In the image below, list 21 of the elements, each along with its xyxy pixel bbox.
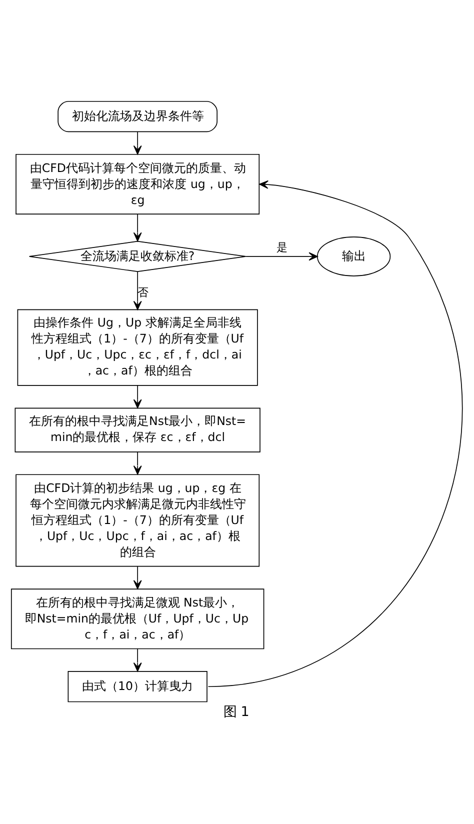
edge-label: 是 <box>276 240 288 254</box>
arrow <box>208 180 462 687</box>
arrow <box>133 130 142 154</box>
node-box: 初始化流场及边界条件等 <box>58 100 218 132</box>
arrow <box>133 270 142 310</box>
arrow <box>133 648 142 672</box>
node-box: 由操作条件 Ug，Up 求解满足全局非线性方程组式（1）-（7）的所有变量（Uf，Upf，Uc，Upc，εc，εf，f，dcl，ai，ac，af）根的组合 <box>17 308 258 386</box>
arrow <box>133 213 142 241</box>
arrow <box>246 252 318 260</box>
caption: 图 1 <box>224 704 250 720</box>
node-ellipse: 输出 <box>316 236 391 276</box>
edge-label: 否 <box>138 285 149 298</box>
arrow <box>133 450 142 474</box>
node-box: 由式（10）计算曳力 <box>68 670 208 702</box>
node-box: 由CFD计算的初步结果 ug，up，εg 在每个空间微元内求解满足微元内非线性守恒方程组式（1）-（7）的所有变量（Uf，Upf，Uc，Upc，f，ai，ac，af）根的组合 <box>16 474 260 566</box>
node-box: 在所有的根中寻找满足Nst最小，即Nst=min的最优根，保存 εc，εf，dcl <box>14 407 260 452</box>
node-box: 在所有的根中寻找满足微观 Nst最小，即Nst=min的最优根（Uf，Upf，Uc，Upc，f，ai，ac，af） <box>10 588 264 649</box>
node-box: 由CFD代码计算每个空间微元的质量、动量守恒得到初步的速度和浓度 ug，up，εg <box>16 153 260 214</box>
node-diamond: 全流场满足收敛标准? <box>28 240 246 272</box>
arrow <box>133 566 142 589</box>
arrow <box>133 384 142 408</box>
